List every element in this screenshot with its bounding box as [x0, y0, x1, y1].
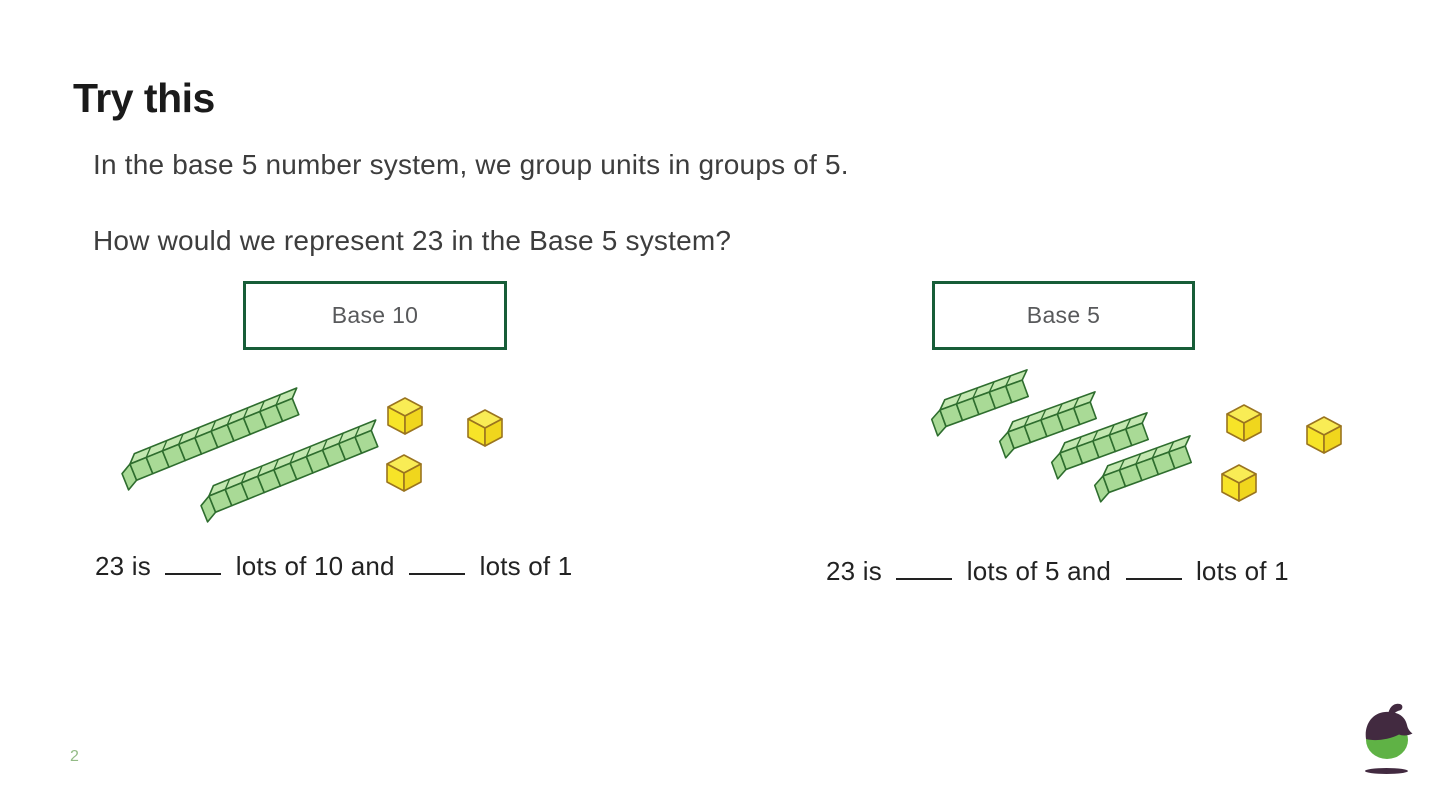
rod: [121, 387, 300, 491]
base5-fill-line: 23 is lots of 5 and lots of 1: [826, 556, 1289, 587]
base10-label: Base 10: [331, 302, 419, 328]
unit-cube: [467, 409, 503, 447]
unit-cube: [386, 454, 422, 492]
slide-title: Try this: [73, 75, 215, 121]
acorn-logo: [1365, 703, 1413, 774]
base5-label-box: Base 5: [932, 281, 1195, 350]
blank-line: [1125, 577, 1182, 580]
fill-text-middle: lots of 5 and: [966, 556, 1112, 586]
rod: [1093, 435, 1193, 503]
unit-cube: [1221, 464, 1257, 502]
unit-cube: [1306, 416, 1342, 454]
fill-text-prefix: 23 is: [826, 556, 882, 586]
base5-blocks-illustration: [930, 369, 1342, 503]
unit-cube: [1226, 404, 1262, 442]
rod: [1050, 412, 1150, 480]
base5-label: Base 5: [1026, 302, 1101, 328]
blank-line: [165, 572, 222, 575]
blank-line: [896, 577, 953, 580]
rod: [200, 419, 379, 523]
unit-cube: [387, 397, 423, 435]
question-text: How would we represent 23 in the Base 5 …: [93, 225, 732, 256]
fill-text-prefix: 23 is: [95, 551, 151, 581]
rod: [930, 369, 1030, 437]
base10-label-box: Base 10: [243, 281, 507, 350]
rod: [998, 391, 1098, 459]
base10-blocks-illustration: [121, 387, 503, 523]
intro-text: In the base 5 number system, we group un…: [93, 149, 849, 180]
base10-fill-line: 23 is lots of 10 and lots of 1: [95, 551, 572, 582]
fill-text-suffix: lots of 1: [1195, 556, 1289, 586]
blank-line: [409, 572, 466, 575]
fill-text-suffix: lots of 1: [479, 551, 573, 581]
page-number: 2: [70, 748, 79, 765]
fill-text-middle: lots of 10 and: [235, 551, 395, 581]
